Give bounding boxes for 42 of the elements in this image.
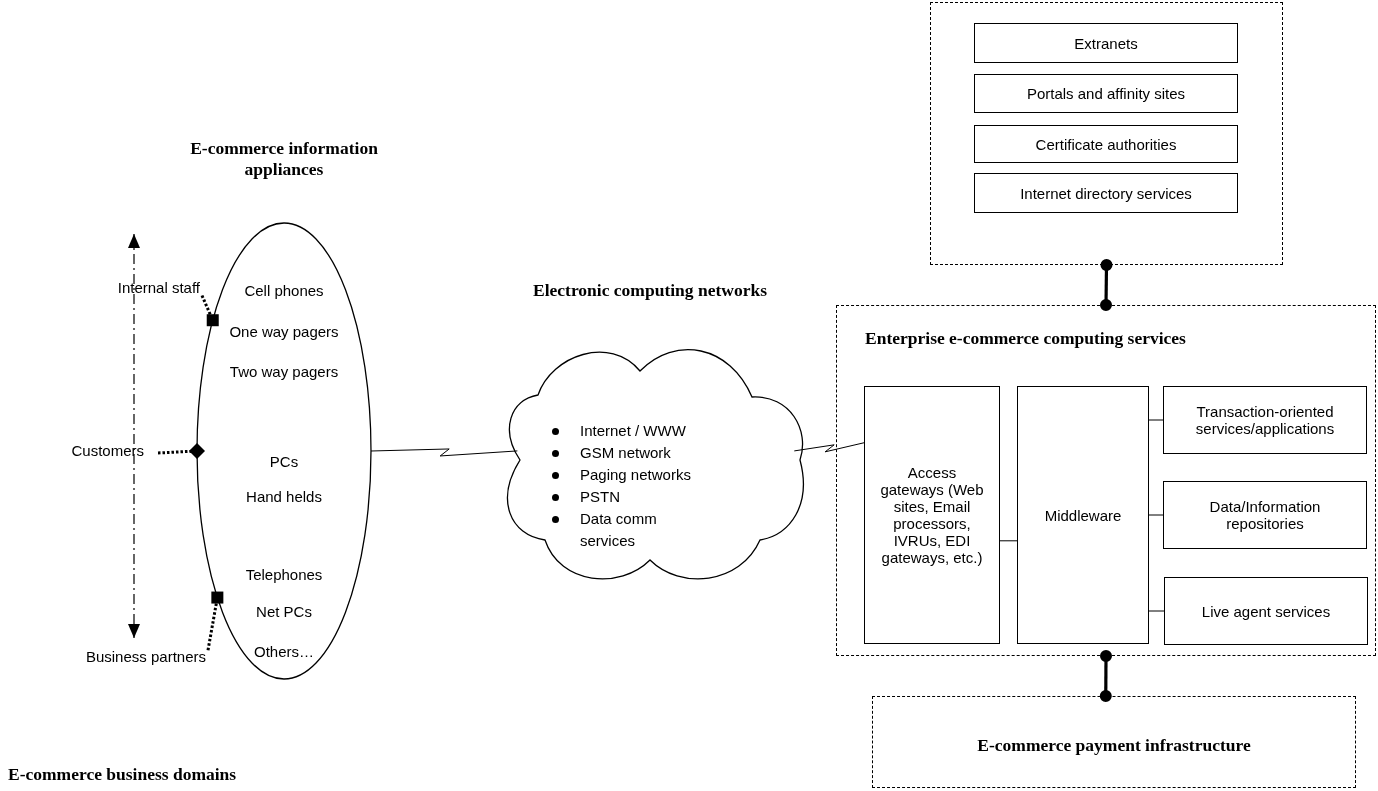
domain-caption: E-commerce business domains <box>8 764 237 785</box>
lightning-link <box>793 442 865 453</box>
network-item: PSTN <box>580 487 621 507</box>
dashed-group-box <box>836 305 1376 656</box>
connector-line <box>1148 514 1164 516</box>
lightning-link <box>370 448 518 457</box>
middleware-box: Middleware <box>1017 386 1149 644</box>
dashed-box <box>872 696 1356 788</box>
dotted-connector <box>206 591 224 651</box>
device-item: Hand helds <box>245 488 323 505</box>
dashed-group-box <box>930 2 1283 265</box>
ellipse-title: E-commerce information appliances <box>189 138 379 180</box>
dotted-connector <box>157 443 205 459</box>
service-box: Data/Information repositories <box>1163 481 1367 549</box>
device-item: PCs <box>268 453 300 470</box>
role-label: Business partners <box>85 648 206 665</box>
connector-line <box>1100 259 1113 311</box>
group-title: Enterprise e-commerce computing services <box>865 328 1186 349</box>
cloud-title: Electronic computing networks <box>532 280 768 301</box>
connector-line <box>1099 650 1112 702</box>
network-item: Data comm services <box>580 509 658 551</box>
service-box: Live agent services <box>1164 577 1368 645</box>
device-item: Telephones <box>244 566 324 583</box>
gateway-box: Access gateways (Web sites, Email processors, IVRUs, EDI gateways, etc.) <box>864 386 1000 644</box>
service-box: Certificate authorities <box>974 125 1238 163</box>
device-item: Two way pagers <box>228 363 340 380</box>
service-box: Transaction-oriented services/applications <box>1163 386 1367 454</box>
device-item: One way pagers <box>228 323 340 340</box>
service-box: Portals and affinity sites <box>974 74 1238 113</box>
connector-line <box>1148 419 1164 421</box>
role-label: Customers <box>71 442 144 459</box>
dotted-connector <box>200 294 219 327</box>
network-item: Internet / WWW <box>580 421 687 441</box>
network-item: Paging networks <box>580 465 692 485</box>
device-item: Net PCs <box>255 603 313 620</box>
network-item: GSM network <box>580 443 672 463</box>
group-title: E-commerce payment infrastructure <box>976 735 1252 756</box>
service-box: Extranets <box>974 23 1238 63</box>
connector-line <box>1148 610 1165 612</box>
connector-line <box>999 540 1018 542</box>
role-label: Internal staff <box>117 279 200 296</box>
service-box: Internet directory services <box>974 173 1238 213</box>
